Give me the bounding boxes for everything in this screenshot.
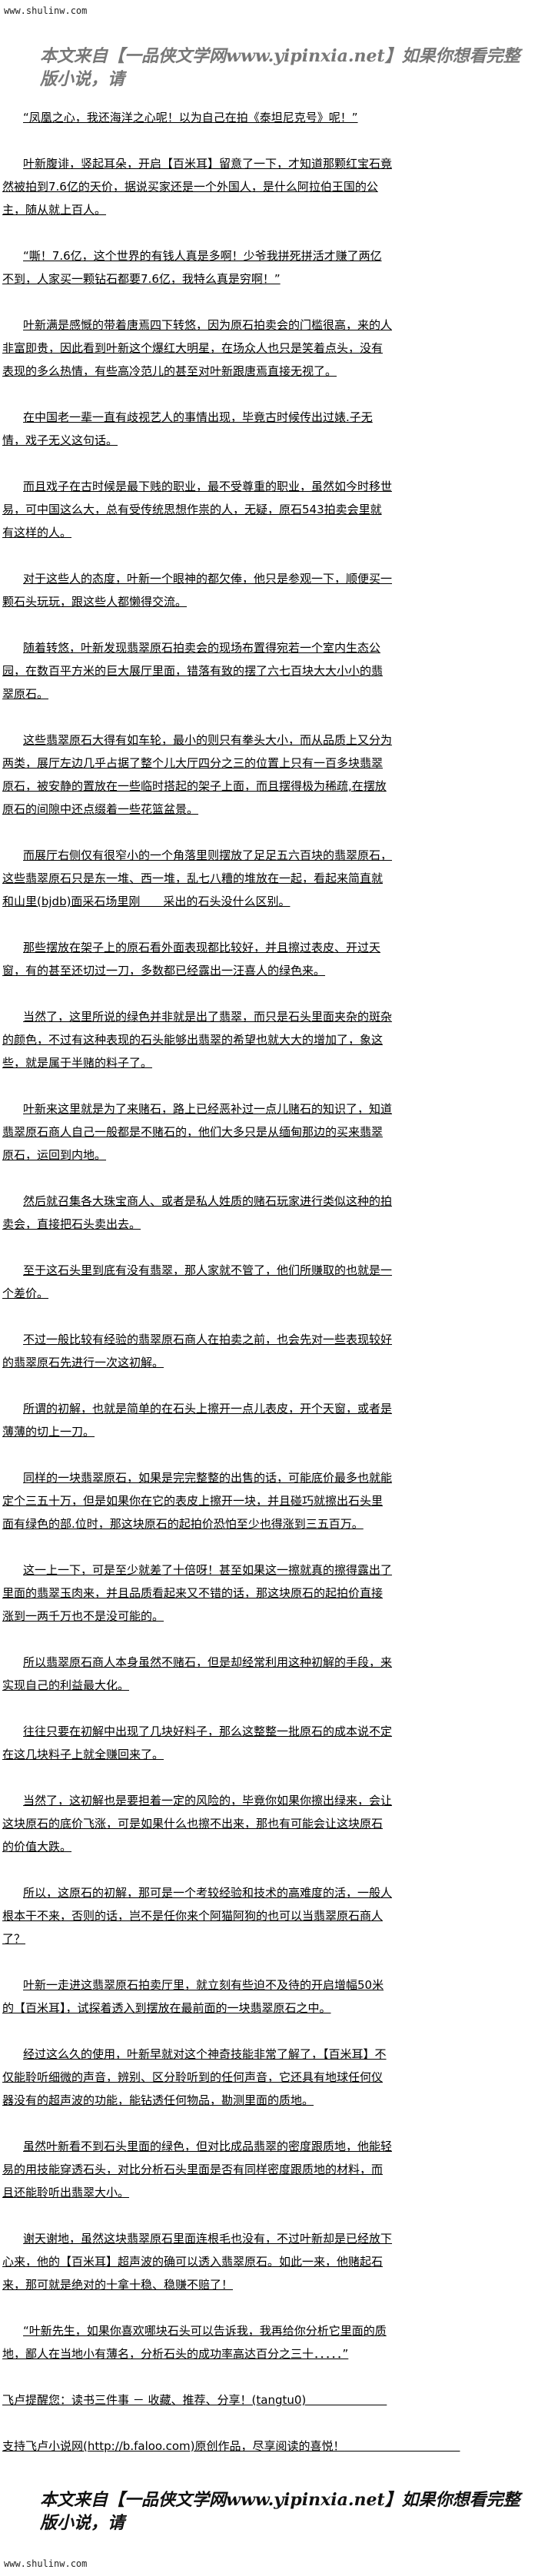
paragraph: 叶新一走进这翡翠原石拍卖厅里，就立刻有些迫不及待的开启增幅50米的【百米耳】，试… — [2, 1978, 384, 2015]
paragraph: 在中国老一辈一直有歧视艺人的事情出现，毕竟古时候传出过婊.子无情，戏子无义这句话… — [2, 410, 373, 447]
paragraph: 经过这么久的使用，叶新早就对这个神奇技能非常了解了，【百米耳】不仅能聆听细微的声… — [2, 2047, 387, 2107]
paragraph: 这些翡翠原石大得有如车轮，最小的则只有拳头大小，而从品质上又分为两类，展厅左边几… — [2, 733, 393, 816]
paragraph: 叶新满是感慨的带着唐焉四下转悠，因为原石拍卖会的门槛很高，来的人非富即贵，因此看… — [2, 318, 393, 378]
paragraph: 所以，这原石的初解，那可是一个考较经验和技术的高难度的活，一般人根本干不来，否则… — [2, 1886, 393, 1946]
chapter-body: “凤凰之心，我还海洋之心呢！以为自己在拍《泰坦尼克号》呢！” 叶新腹诽，竖起耳朵，… — [2, 106, 393, 2458]
paragraph: 而且戏子在古时候是最下贱的职业，最不受尊重的职业，虽然如今时移世易，可中国这么大… — [2, 480, 393, 539]
paragraph: 同样的一块翡翠原石，如果是完完整整的出售的话，可能底价最多也就能定个三五十万，但… — [2, 1471, 393, 1531]
paragraph: 对于这些人的态度，叶新一个眼神的都欠俸，他只是参观一下，顺便买一颗石头玩玩，跟这… — [2, 572, 393, 609]
paragraph: 而展厅右侧仅有很窄小的一个角落里则摆放了足足五六百块的翡翠原石，这些翡翠原石只是… — [2, 848, 393, 908]
paragraph: “凤凰之心，我还海洋之心呢！以为自己在拍《泰坦尼克号》呢！” — [23, 111, 358, 124]
paragraph: 随着转悠，叶新发现翡翠原石拍卖会的现场布置得宛若一个室内生态公园，在数百平方米的… — [2, 641, 384, 701]
site-url-bottom: www.shulinw.com — [4, 2558, 88, 2569]
paragraph: 叶新腹诽，竖起耳朵，开启【百米耳】留意了一下，才知道那颗红宝石竟然被拍到7.6亿… — [2, 157, 393, 217]
paragraph: 虽然叶新看不到石头里面的绿色，但对比成品翡翠的密度跟质地，他能轻易的用技能穿透石… — [2, 2139, 393, 2199]
paragraph: 当然了，这初解也是要担着一定的风险的，毕竟你如果你擦出绿来，会让这块原石的底价飞… — [2, 1794, 393, 1854]
paragraph: 所谓的初解，也就是简单的在石头上擦开一点儿表皮，开个天窗，或者是薄薄的切上一刀。 — [2, 1402, 393, 1439]
paragraph: 谢天谢地，虽然这块翡翠原石里面连根毛也没有，不过叶新却是已经放下心来，他的【百米… — [2, 2232, 393, 2292]
reading-reminder: 飞卢提醒您：读书三件事 － 收藏、推荐、分享！(tangtu0) — [2, 2393, 387, 2407]
paragraph: 这一上一下，可是至少就差了十倍呀！甚至如果这一擦就真的擦得露出了里面的翡翠玉肉来… — [2, 1563, 393, 1623]
support-notice: 支持飞卢小说网(http://b.faloo.com)原创作品，尽享阅读的喜悦！ — [2, 2439, 460, 2453]
watermark-banner-bottom: 本文来自【一品侠文学网www.yipinxia.net】如果你想看完整版小说，请 — [40, 2490, 520, 2533]
paragraph: 往往只要在初解中出现了几块好料子，那么这整整一批原石的成本说不定在这几块料子上就… — [2, 1725, 393, 1761]
paragraph: 然后就召集各大珠宝商人、或者是私人姓质的赌石玩家进行类似这种的拍卖会，直接把石头… — [2, 1194, 393, 1231]
paragraph: “嘶！7.6亿，这个世界的有钱人真是多啊！少爷我拼死拼活才赚了两亿不到，人家买一… — [2, 249, 382, 286]
paragraph: 不过一般比较有经验的翡翠原石商人在拍卖之前，也会先对一些表现较好的翡翠原石先进行… — [2, 1333, 393, 1369]
watermark-banner-top: 本文来自【一品侠文学网www.yipinxia.net】如果你想看完整版小说，请 — [40, 46, 520, 89]
paragraph: 叶新来这里就是为了来赌石，路上已经恶补过一点儿赌石的知识了，知道翡翠原石商人自己… — [2, 1102, 393, 1162]
site-url-top: www.shulinw.com — [4, 5, 88, 16]
paragraph: 当然了，这里所说的绿色并非就是出了翡翠，而只是石头里面夹杂的斑杂的颜色，不过有这… — [2, 1010, 393, 1070]
paragraph: 所以翡翠原石商人本身虽然不赌石，但是却经常利用这种初解的手段，来实现自己的利益最… — [2, 1655, 393, 1692]
paragraph: 那些摆放在架子上的原石看外面表现都比较好，并且擦过表皮、开过天窗，有的甚至还切过… — [2, 941, 381, 978]
paragraph: 至于这石头里到底有没有翡翠，那人家就不管了，他们所赚取的也就是一个差价。 — [2, 1263, 393, 1300]
paragraph: “叶新先生，如果你喜欢哪块石头可以告诉我，我再给你分析它里面的质地，鄙人在当地小… — [2, 2324, 387, 2361]
